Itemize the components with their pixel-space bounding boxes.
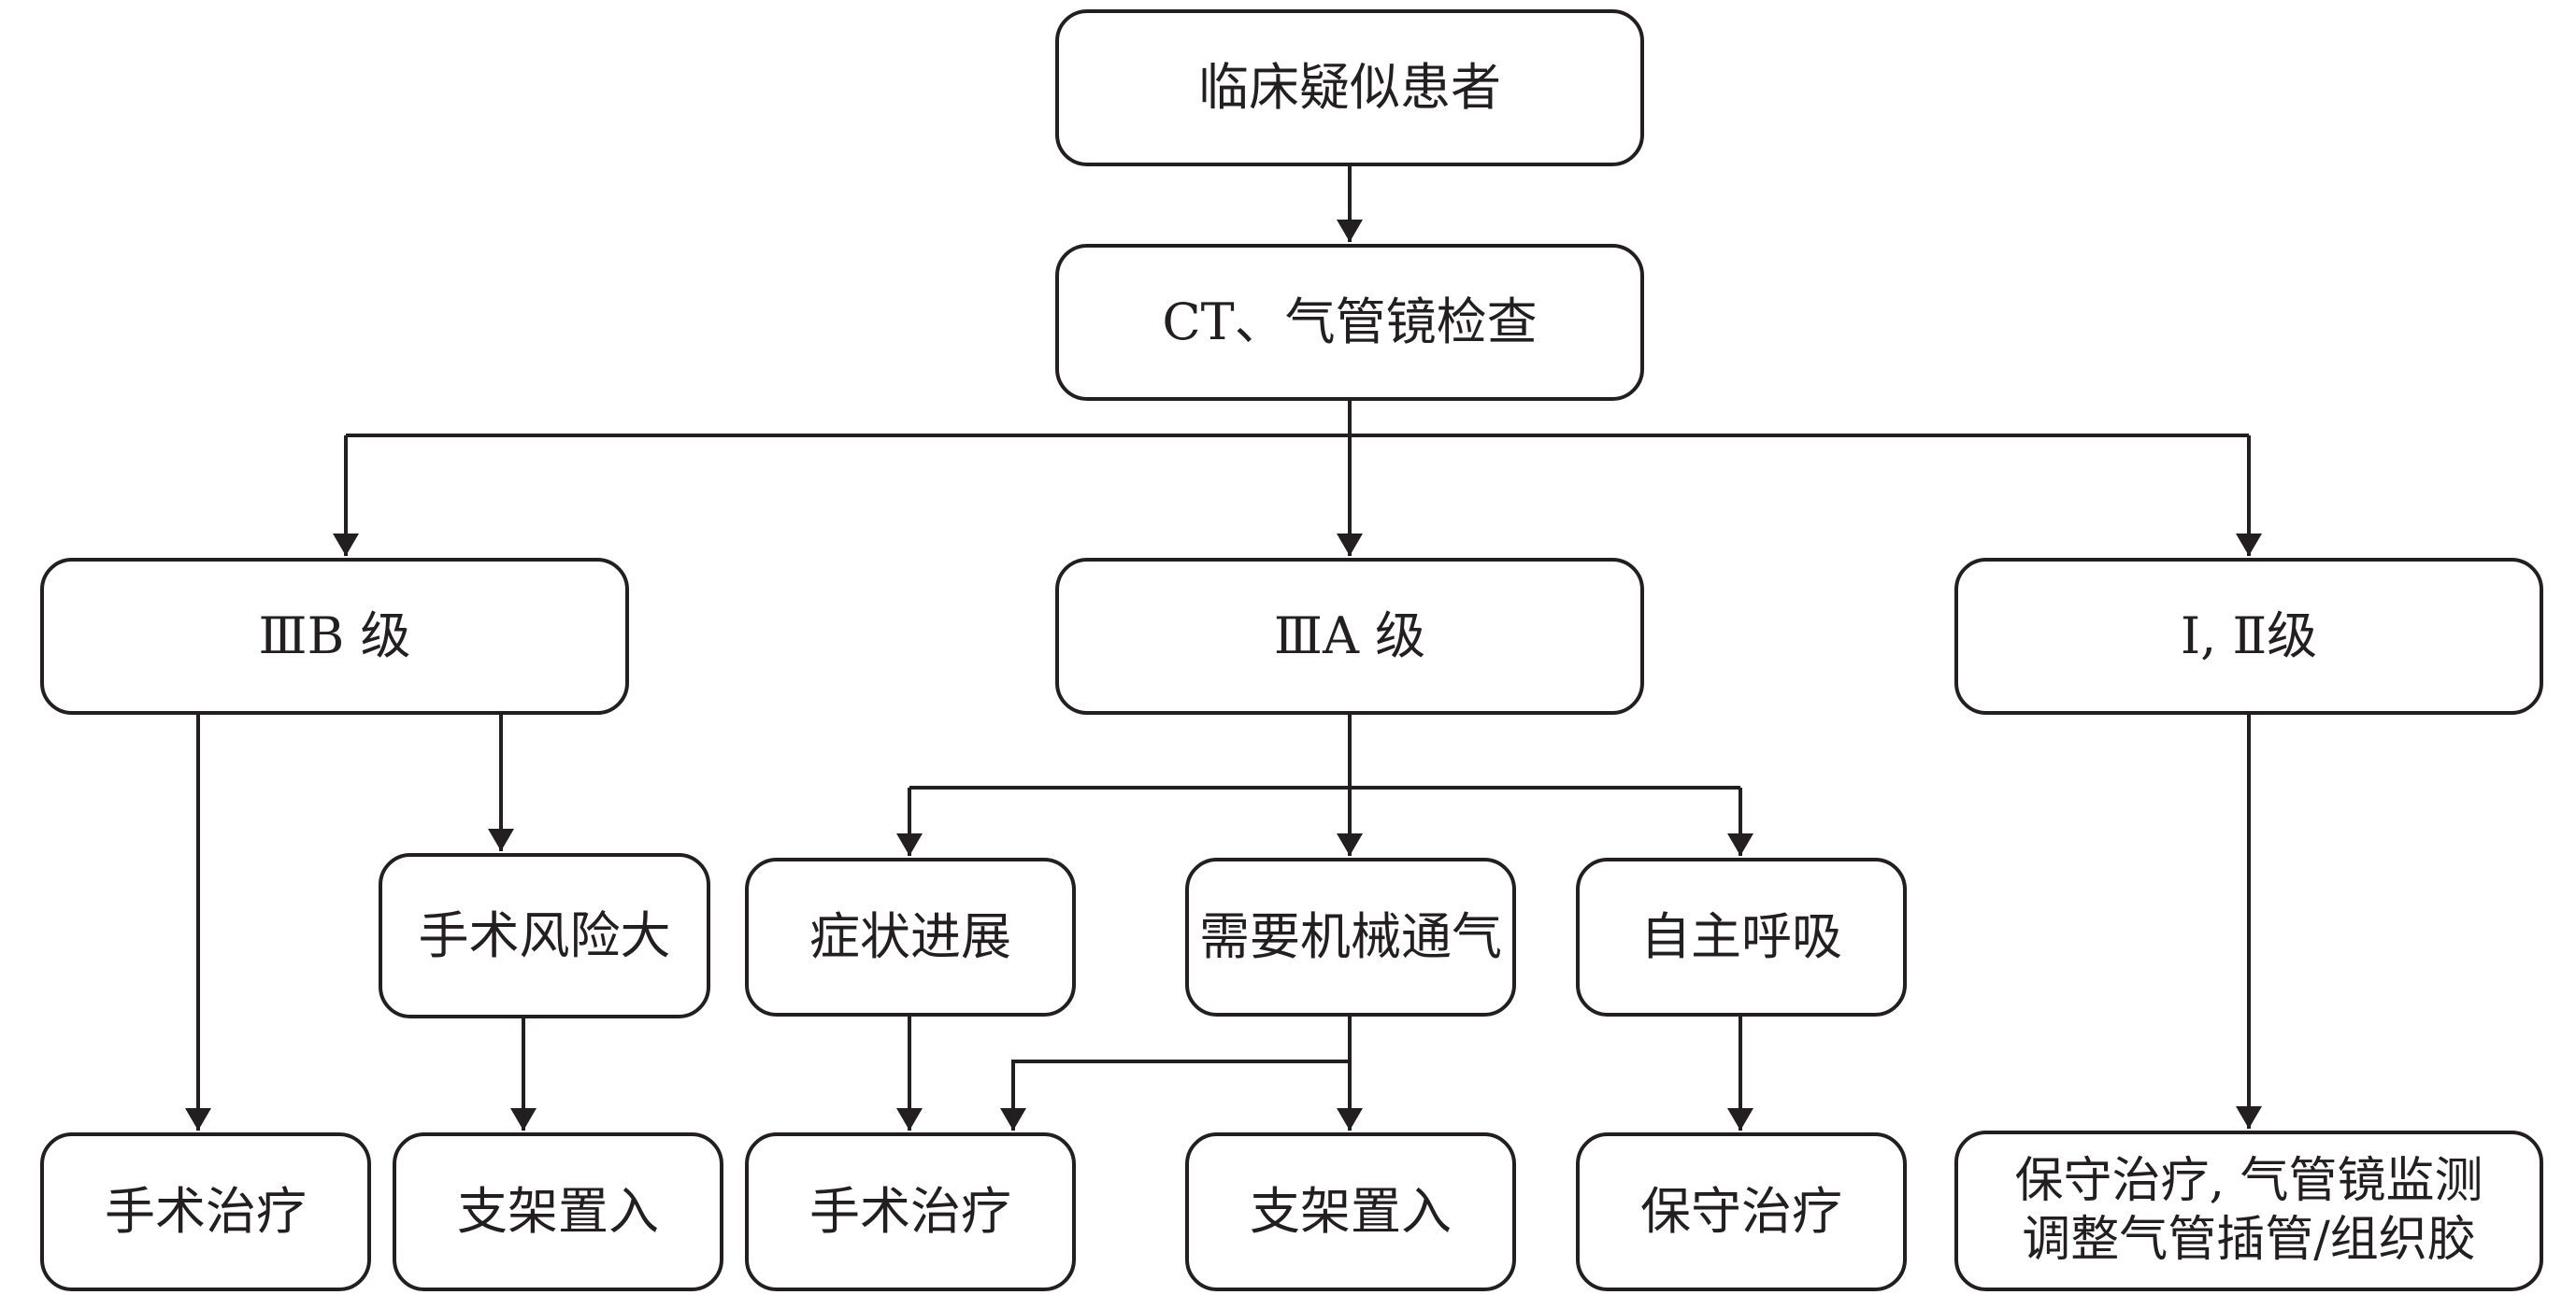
node-surgery-3a: 手术治疗: [745, 1132, 1076, 1291]
node-stent-3b: 支架置入: [393, 1132, 723, 1291]
node-label: 手术治疗: [809, 1182, 1011, 1242]
node-label: 自主呼吸: [1640, 907, 1842, 967]
node-grade-3a: ⅢA 级: [1055, 558, 1644, 715]
node-mechanical-ventilation: 需要机械通气: [1185, 858, 1516, 1017]
node-surgery-3b: 手术治疗: [40, 1132, 371, 1291]
node-label: 手术治疗: [105, 1182, 307, 1242]
node-ct-bronchoscopy: CT、气管镜检查: [1055, 244, 1644, 401]
arrow-ventilation-to-surgery: [1000, 1060, 1350, 1131]
node-label-line-2: 调整气管插管/组织胶: [2022, 1212, 2476, 1268]
node-label: 支架置入: [1250, 1182, 1452, 1242]
node-high-surgical-risk: 手术风险大: [379, 853, 710, 1018]
node-grade-3b: ⅢB 级: [40, 558, 629, 715]
node-label: 需要机械通气: [1199, 907, 1502, 967]
node-label: 临床疑似患者: [1198, 58, 1501, 118]
node-symptom-progression: 症状进展: [745, 858, 1076, 1017]
node-label: ⅢA 级: [1273, 606, 1426, 666]
node-spontaneous-breathing: 自主呼吸: [1576, 858, 1907, 1017]
node-label: Ⅰ, Ⅱ级: [2180, 606, 2318, 666]
node-suspected-patient: 临床疑似患者: [1055, 9, 1644, 166]
node-label: CT、气管镜检查: [1162, 292, 1538, 352]
node-conservative-monitoring: 保守治疗, 气管镜监测 调整气管插管/组织胶: [1954, 1131, 2543, 1291]
node-conservative-3a: 保守治疗: [1576, 1132, 1907, 1291]
node-label: 手术风险大: [418, 905, 671, 965]
node-label: ⅢB 级: [258, 606, 411, 666]
node-label: 保守治疗: [1640, 1182, 1842, 1242]
node-label: 症状进展: [809, 907, 1011, 967]
node-stent-3a: 支架置入: [1185, 1132, 1516, 1291]
node-label-line-1: 保守治疗, 气管镜监测: [2014, 1152, 2483, 1209]
node-grade-1-2: Ⅰ, Ⅱ级: [1954, 558, 2543, 715]
node-label: 支架置入: [457, 1182, 659, 1242]
